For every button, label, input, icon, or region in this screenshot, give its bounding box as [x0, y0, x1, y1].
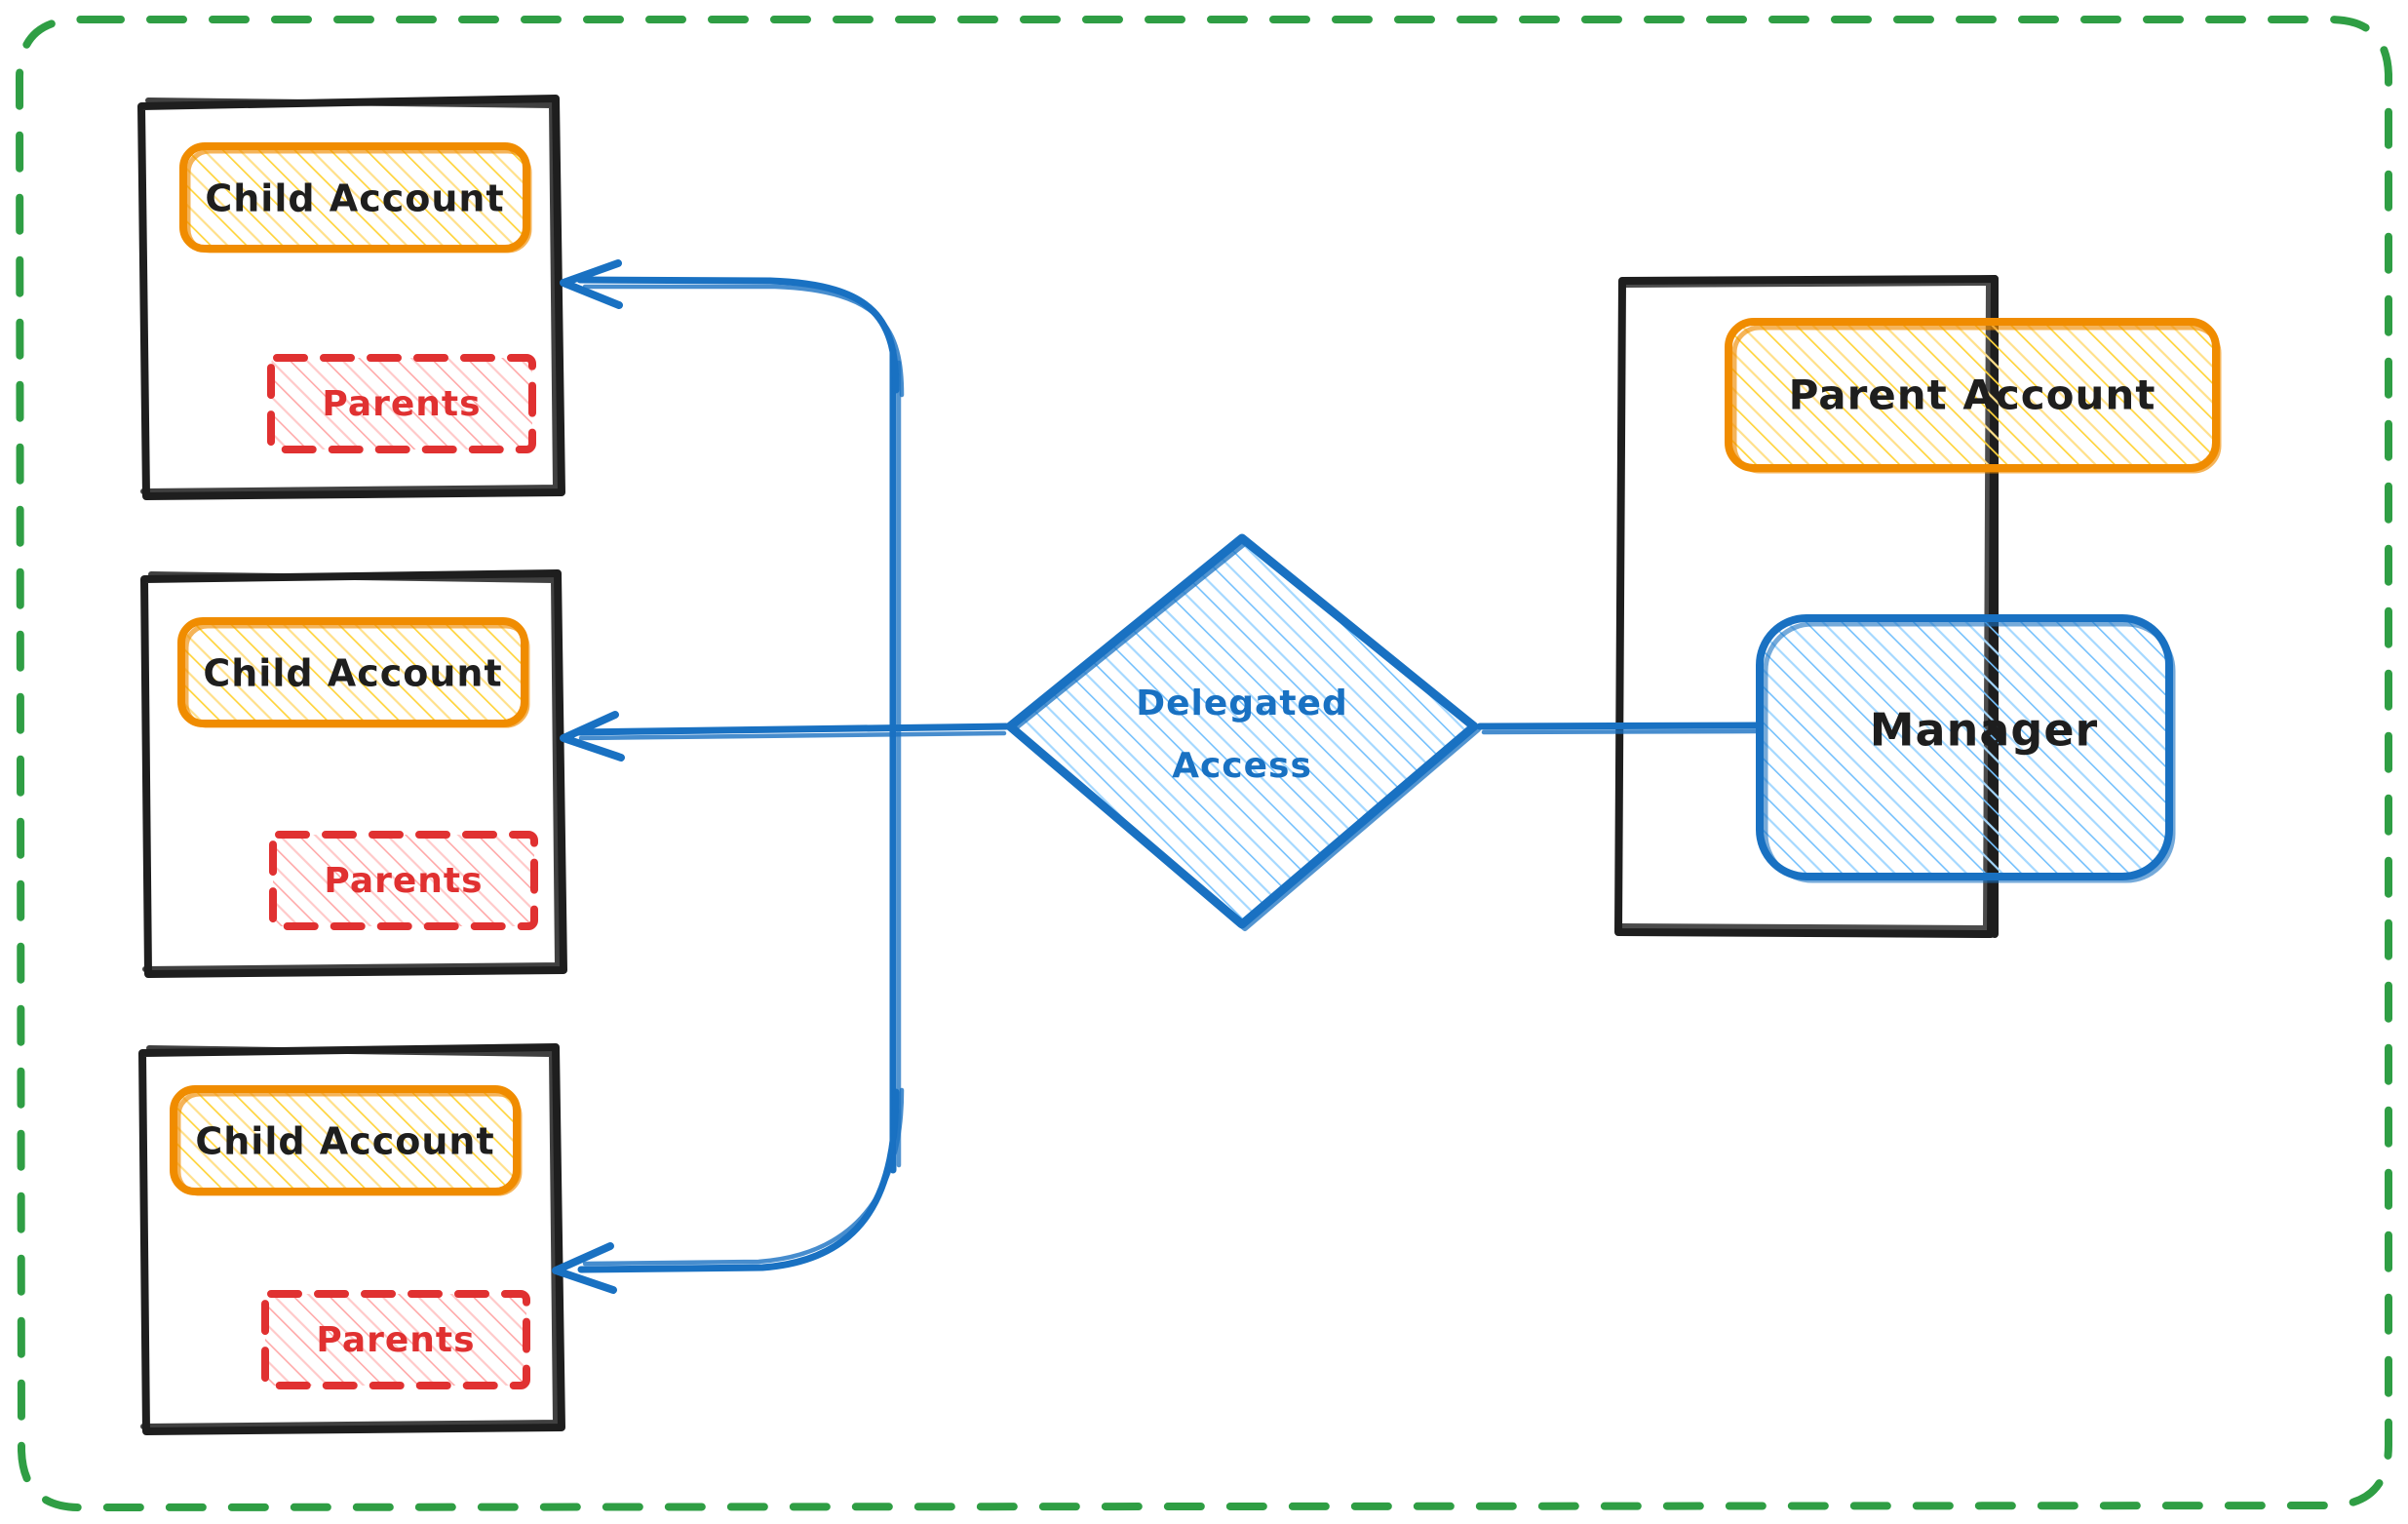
delegated-access-to-child-3-connector[interactable] [552, 1087, 905, 1294]
parents-box-2[interactable]: Parents [269, 831, 538, 930]
delegated-access-label-line1: Delegated [1136, 684, 1348, 723]
manager-box[interactable]: Manager [1756, 614, 2176, 883]
parents-label-1: Parents [322, 384, 481, 424]
delegated-access-diamond[interactable]: Delegated Access [1005, 533, 1481, 931]
child-account-label-1: Child Account [205, 177, 504, 220]
child-account-panel-1[interactable]: Child Account Parents [137, 95, 565, 500]
parents-box-3[interactable]: Parents [261, 1290, 530, 1389]
child-account-label-3: Child Account [195, 1120, 494, 1163]
parents-label-2: Parents [324, 861, 483, 901]
delegated-access-to-child-1-connector[interactable] [560, 259, 905, 398]
child-account-panel-3[interactable]: Child Account Parents [138, 1043, 565, 1435]
parent-account-panel[interactable]: Parent Account Manager [1614, 275, 2222, 938]
child-account-panel-2[interactable]: Child Account Parents [140, 569, 567, 978]
delegated-access-to-child-2-connector[interactable] [560, 711, 1010, 762]
parents-box-1[interactable]: Parents [267, 354, 536, 453]
organization-boundary [16, 16, 2392, 1511]
parent-account-box[interactable]: Parent Account [1725, 318, 2222, 474]
delegated-access-label-line2: Access [1172, 746, 1312, 786]
child-account-box-3[interactable]: Child Account [170, 1085, 523, 1196]
child-account-box-2[interactable]: Child Account [177, 617, 530, 728]
parents-label-3: Parents [316, 1320, 475, 1360]
child-account-box-1[interactable]: Child Account [179, 142, 532, 254]
child-account-label-2: Child Account [203, 652, 502, 695]
delegated-access-branch-trunk [889, 347, 902, 1174]
manager-to-delegated-access-connector[interactable] [1476, 722, 1764, 735]
manager-label: Manager [1870, 704, 2098, 757]
parent-account-label: Parent Account [1789, 371, 2156, 419]
